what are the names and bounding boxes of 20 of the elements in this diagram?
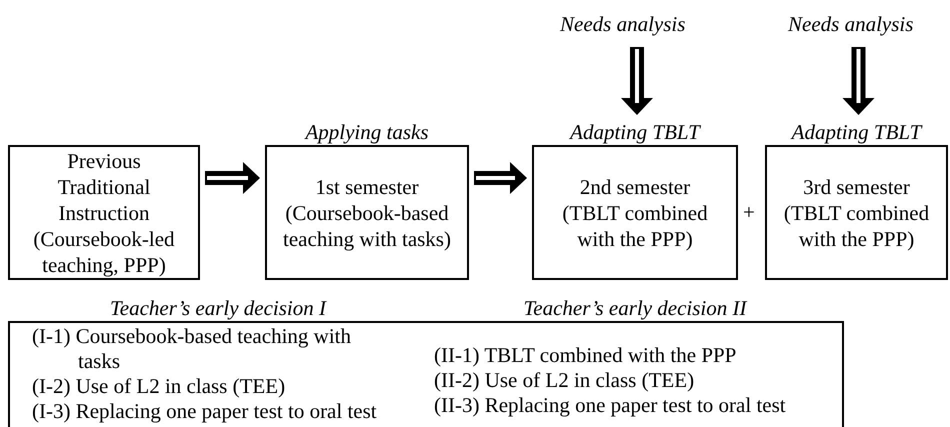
stage-heading: Teacher’s early decision II [524, 295, 746, 321]
stage-heading: Applying tasks [305, 119, 429, 145]
stage-heading: Adapting TBLT [792, 119, 922, 145]
box-text: 1st semester [315, 174, 419, 200]
box-text: (TBLT combined with the PPP) [561, 200, 709, 252]
decision-item: (I-2) Use of L2 in class (TEE) [32, 374, 286, 399]
box-text: Previous Traditional Instruction [56, 148, 152, 226]
decision-item: (II-1) TBLT combined with the PPP [434, 343, 738, 368]
plus-sign: + [743, 200, 755, 225]
decision-item: (II-3) Replacing one paper test to oral test [434, 393, 787, 418]
box-text: (Coursebook-led teaching, PPP) [32, 226, 176, 278]
box-text: (Coursebook-based teaching with tasks) [282, 200, 452, 252]
box-text: 3rd semester [803, 174, 910, 200]
decision-item: (I-3) Replacing one paper test to oral test [32, 399, 378, 424]
box-text: (TBLT combined with the PPP) [782, 200, 930, 252]
stage-heading: Adapting TBLT [570, 119, 700, 145]
stage-heading: Teacher’s early decision I [110, 295, 326, 321]
decision-item: (I-1) Coursebook-based teaching with tasks [32, 324, 352, 374]
box-text: 2nd semester [580, 174, 690, 200]
decision-item: (II-2) Use of L2 in class (TEE) [434, 368, 696, 393]
